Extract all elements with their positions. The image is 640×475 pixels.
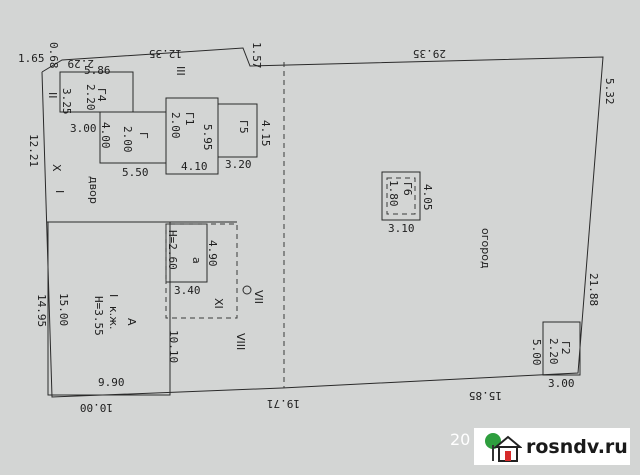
dim-label: 5.95 [201,124,214,151]
dim-label: 4.15 [259,120,272,147]
dim-label: 5.50 [122,166,149,179]
building-name: Г [137,132,150,139]
dim-label: 0.68 [47,42,60,69]
dim-label: 4.00 [99,122,112,149]
building-height: H=3.55 [92,296,105,336]
house-tree-icon [485,432,522,462]
building-name: Г1 [183,112,196,126]
zone-label: XI [212,298,225,309]
dim-label: 29.35 [413,47,446,60]
building-name: а [190,257,203,264]
zone-label: VIII [234,333,247,350]
building-floors: I [107,294,120,297]
dim-label: 1.57 [250,42,263,69]
dim-label: 5.32 [603,78,616,105]
dim-label: 21.88 [587,273,600,306]
year-watermark: 20 [450,430,471,449]
dim-label: 3.10 [388,222,415,235]
dim-label: 12.21 [27,134,40,167]
building-type: к.ж. [107,306,120,330]
building-g4 [59,71,134,113]
zone-label: II [46,92,59,99]
building-labels: 5.86 3.25 2.20 Г4 3.00 4.00 2.00 Г 5.50 … [57,64,575,390]
dim-label: 2.20 [84,84,97,111]
dim-label: 5.00 [530,339,543,366]
zone-label: I [53,190,66,193]
rosndv-logo[interactable]: rosndv.ru [474,428,630,465]
dim-label: 10.00 [80,401,113,414]
dim-label: 2.20 [547,338,560,365]
building-name: Г5 [237,120,250,134]
zone-label: VII [252,290,265,304]
boundary-labels: 1.65 0.68 2.29 12.35 1.57 29.35 5.32 21.… [18,42,616,414]
dim-label: 15.85 [469,389,502,402]
zone-label: III [174,66,187,76]
dim-label: 19.71 [267,397,300,410]
yard-label: двор [87,176,100,204]
dim-label: 3.40 [174,284,201,297]
building-g6 [381,171,421,221]
building-name: Г2 [559,341,572,355]
well-icon [242,285,252,295]
dim-label: 2.29 [68,57,95,70]
plot-boundary [41,47,604,398]
dim-label: 12.35 [149,47,182,60]
site-name: rosndv.ru [526,435,628,458]
building-g5 [217,103,258,158]
dim-label: 10.10 [167,330,180,363]
dim-label: 2.00 [169,112,182,139]
zone-xi-area [165,223,238,319]
dim-label: 15.00 [57,293,70,326]
building-g6-inner [386,177,416,215]
dim-label: 3.25 [60,88,73,115]
dim-label: 5.86 [84,64,111,77]
building-name: Г6 [401,182,414,196]
dim-label: 3.20 [225,158,252,171]
dim-label: 4.05 [421,184,434,211]
building-height: H=2.60 [166,230,179,270]
dim-label: 2.00 [121,126,134,153]
garden-label: огород [479,228,492,269]
dim-label: 1.65 [18,52,45,65]
dim-label: 1.80 [387,180,400,207]
dim-label: 4.10 [181,160,208,173]
house-a [47,221,171,396]
dim-label: 9.90 [98,376,125,389]
building-name: А [125,318,138,326]
building-g2 [542,321,581,376]
dim-label: 3.00 [548,377,575,390]
zone-label: X [50,164,63,172]
zone-labels: III II X I двор огород VII VIII XI [46,66,492,350]
dim-label: 14.95 [35,294,48,327]
dim-label: 3.00 [70,122,97,135]
dim-label: 4.90 [206,240,219,267]
building-name: Г4 [95,88,108,102]
